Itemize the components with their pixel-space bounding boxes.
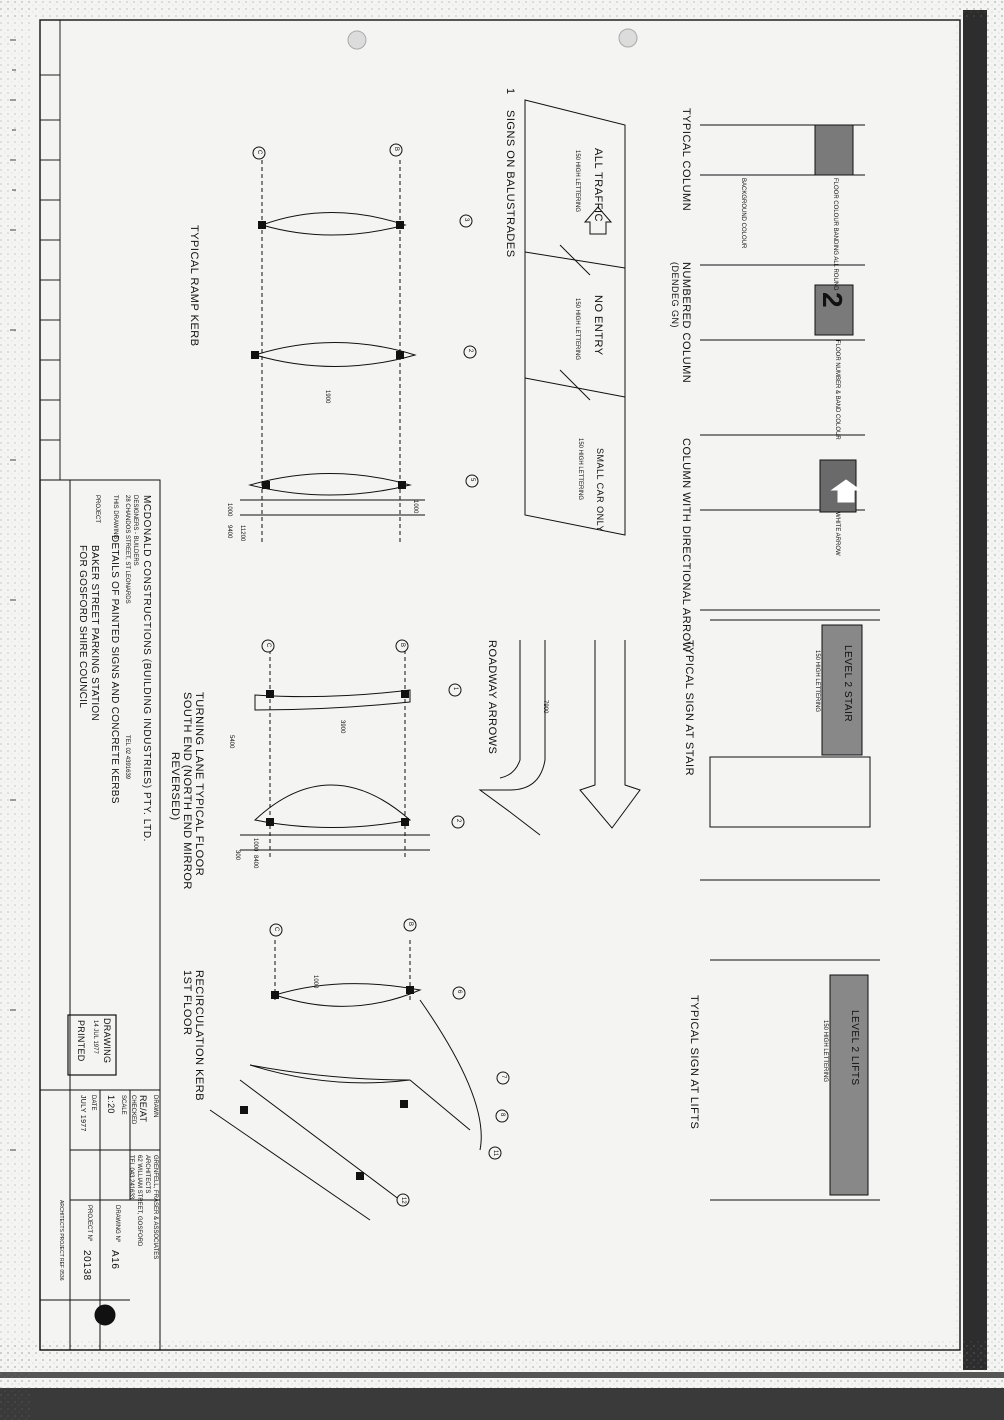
column-number: 2 bbox=[817, 292, 848, 308]
grid-label: 2 bbox=[455, 819, 461, 823]
grid-label: 11 bbox=[492, 1150, 498, 1157]
dimension: 8400 bbox=[252, 855, 258, 869]
client-address: 28 CHANDOS STREET, ST LEONARDS bbox=[124, 495, 130, 604]
grid-label: B bbox=[407, 922, 413, 927]
stair-sign-note: 150 HIGH LETTERING bbox=[814, 650, 820, 713]
dimension: 1000 bbox=[252, 838, 258, 852]
checked-label: CHECKED bbox=[130, 1095, 136, 1125]
stair-sign-text: LEVEL 2 STAIR bbox=[842, 645, 853, 723]
sign-all-traffic: ALL TRAFFIC bbox=[592, 148, 604, 222]
grid-label: 1 bbox=[452, 687, 458, 691]
grid-label: 7 bbox=[500, 1075, 506, 1079]
recirc-kerb-label: RECIRCULATION KERB bbox=[193, 970, 205, 1102]
drawn-label: DRAWN bbox=[152, 1095, 158, 1118]
scale-label: SCALE bbox=[120, 1095, 126, 1115]
project-no-label: PROJECT Nº bbox=[86, 1205, 92, 1242]
drawing-stamp-line3: PRINTED bbox=[76, 1020, 86, 1062]
numbered-column-note: FLOOR NUMBER & BAND COLOUR bbox=[834, 340, 840, 440]
grid-label: C bbox=[265, 643, 271, 648]
client-name: MCDONALD CONSTRUCTIONS (BUILDING INDUSTR… bbox=[141, 495, 152, 843]
dimension: 1000 bbox=[312, 975, 318, 989]
grid-label: 3 bbox=[463, 218, 469, 222]
sign-no-entry: NO ENTRY bbox=[592, 295, 604, 356]
architect-role: ARCHITECTS bbox=[144, 1155, 150, 1194]
typical-column-band bbox=[814, 124, 854, 176]
lettering-note-1: 150 HIGH LETTERING bbox=[574, 150, 580, 213]
typical-column-label: TYPICAL COLUMN bbox=[680, 108, 692, 212]
sign-at-lifts-label: TYPICAL SIGN AT LIFTS bbox=[688, 995, 700, 1130]
drawn-value: RE/AT bbox=[138, 1095, 148, 1123]
project-no: 20138 bbox=[81, 1250, 92, 1281]
project-title-line2: FOR GOSFORD SHIRE COUNCIL bbox=[77, 545, 88, 709]
architect-project-ref: ARCHITECTS PROJECT REF 0536 bbox=[58, 1200, 64, 1281]
scale-value: 1:20 bbox=[106, 1095, 116, 1114]
drawing-stamp-line1: DRAWING bbox=[102, 1018, 112, 1064]
numbered-column-label: NUMBERED COLUMN bbox=[680, 262, 692, 384]
drawing-stamp-line2: 14 JUL 1977 bbox=[92, 1020, 98, 1054]
grid-label: C bbox=[273, 927, 279, 932]
project-label: PROJECT bbox=[94, 495, 100, 524]
drawing-no: A16 bbox=[109, 1250, 120, 1270]
directional-column-band bbox=[819, 459, 857, 513]
turning-lane-sub2: REVERSED) bbox=[169, 752, 181, 821]
grid-label: 8 bbox=[499, 1113, 505, 1117]
client-tel: TEL 02 4391639 bbox=[124, 735, 130, 780]
date-value: JULY 1977 bbox=[79, 1095, 86, 1132]
balustrade-ref: 1 bbox=[504, 88, 516, 95]
date-label: DATE bbox=[90, 1095, 96, 1111]
sign-small-car: SMALL CAR ONLY bbox=[595, 448, 605, 533]
dimension: 7900 bbox=[542, 700, 548, 714]
grid-label: 5 bbox=[469, 478, 475, 482]
dimension: 1000 bbox=[226, 503, 232, 517]
client-sub: DESIGNERS - BUILDERS bbox=[132, 495, 138, 566]
grid-label: B bbox=[399, 643, 405, 648]
lettering-note-3: 150 HIGH LETTERING bbox=[577, 438, 583, 501]
recirc-floor-label: 1ST FLOOR bbox=[181, 970, 193, 1036]
turning-lane-label: TURNING LANE TYPICAL FLOOR bbox=[193, 692, 205, 877]
architect-address: 62 WILLIAM STREET, GOSFORD bbox=[136, 1155, 142, 1247]
directional-column-label: COLUMN WITH DIRECTIONAL ARROW bbox=[680, 438, 692, 653]
grid-label: 2 bbox=[467, 349, 473, 353]
lifts-sign-note: 150 HIGH LETTERING bbox=[822, 1020, 828, 1083]
balustrade-signs-label: SIGNS ON BALUSTRADES bbox=[504, 110, 516, 258]
dimension: 300 bbox=[234, 850, 240, 861]
lettering-note-2: 150 HIGH LETTERING bbox=[574, 298, 580, 361]
grid-label: 6 bbox=[456, 990, 462, 994]
drawing-title: DETAILS OF PAINTED SIGNS AND CONCRETE KE… bbox=[109, 535, 120, 804]
grid-label: 12 bbox=[400, 1197, 406, 1204]
numbered-column-sub: (DENDEG GN) bbox=[670, 262, 680, 328]
lifts-sign-text: LEVEL 2 LIFTS bbox=[849, 1010, 860, 1086]
grid-label: C bbox=[256, 150, 262, 155]
typical-column-note: FLOOR COLOUR BANDING ALL ROUND bbox=[832, 178, 838, 291]
drawing-label: THIS DRAWING bbox=[112, 495, 118, 540]
directional-column-note: WHITE ARROW bbox=[834, 512, 840, 556]
roadway-arrows-label: ROADWAY ARROWS bbox=[486, 640, 498, 755]
drawing-no-label: DRAWING Nº bbox=[114, 1205, 120, 1242]
dimension: 3900 bbox=[339, 720, 345, 734]
dimension: 1900 bbox=[324, 390, 330, 404]
ramp-kerb-label: TYPICAL RAMP KERB bbox=[188, 225, 200, 347]
turning-lane-sub1: SOUTH END (NORTH END MIRROR bbox=[181, 692, 193, 890]
dimension: 1000 bbox=[412, 500, 418, 514]
dimension: 11200 bbox=[239, 525, 245, 542]
background-colour-note: BACKGROUND COLOUR bbox=[740, 178, 746, 249]
architect-name: GRENFELL, FRASER & ASSOCIATES bbox=[152, 1155, 158, 1260]
dimension: 5400 bbox=[228, 735, 234, 749]
grid-label: B bbox=[393, 147, 399, 152]
dimension: 9400 bbox=[226, 525, 232, 539]
sign-at-stair-label: TYPICAL SIGN AT STAIR bbox=[683, 640, 695, 777]
project-title-line1: BAKER STREET PARKING STATION bbox=[89, 545, 100, 722]
architect-tel: TEL 043 241633 bbox=[128, 1155, 134, 1200]
